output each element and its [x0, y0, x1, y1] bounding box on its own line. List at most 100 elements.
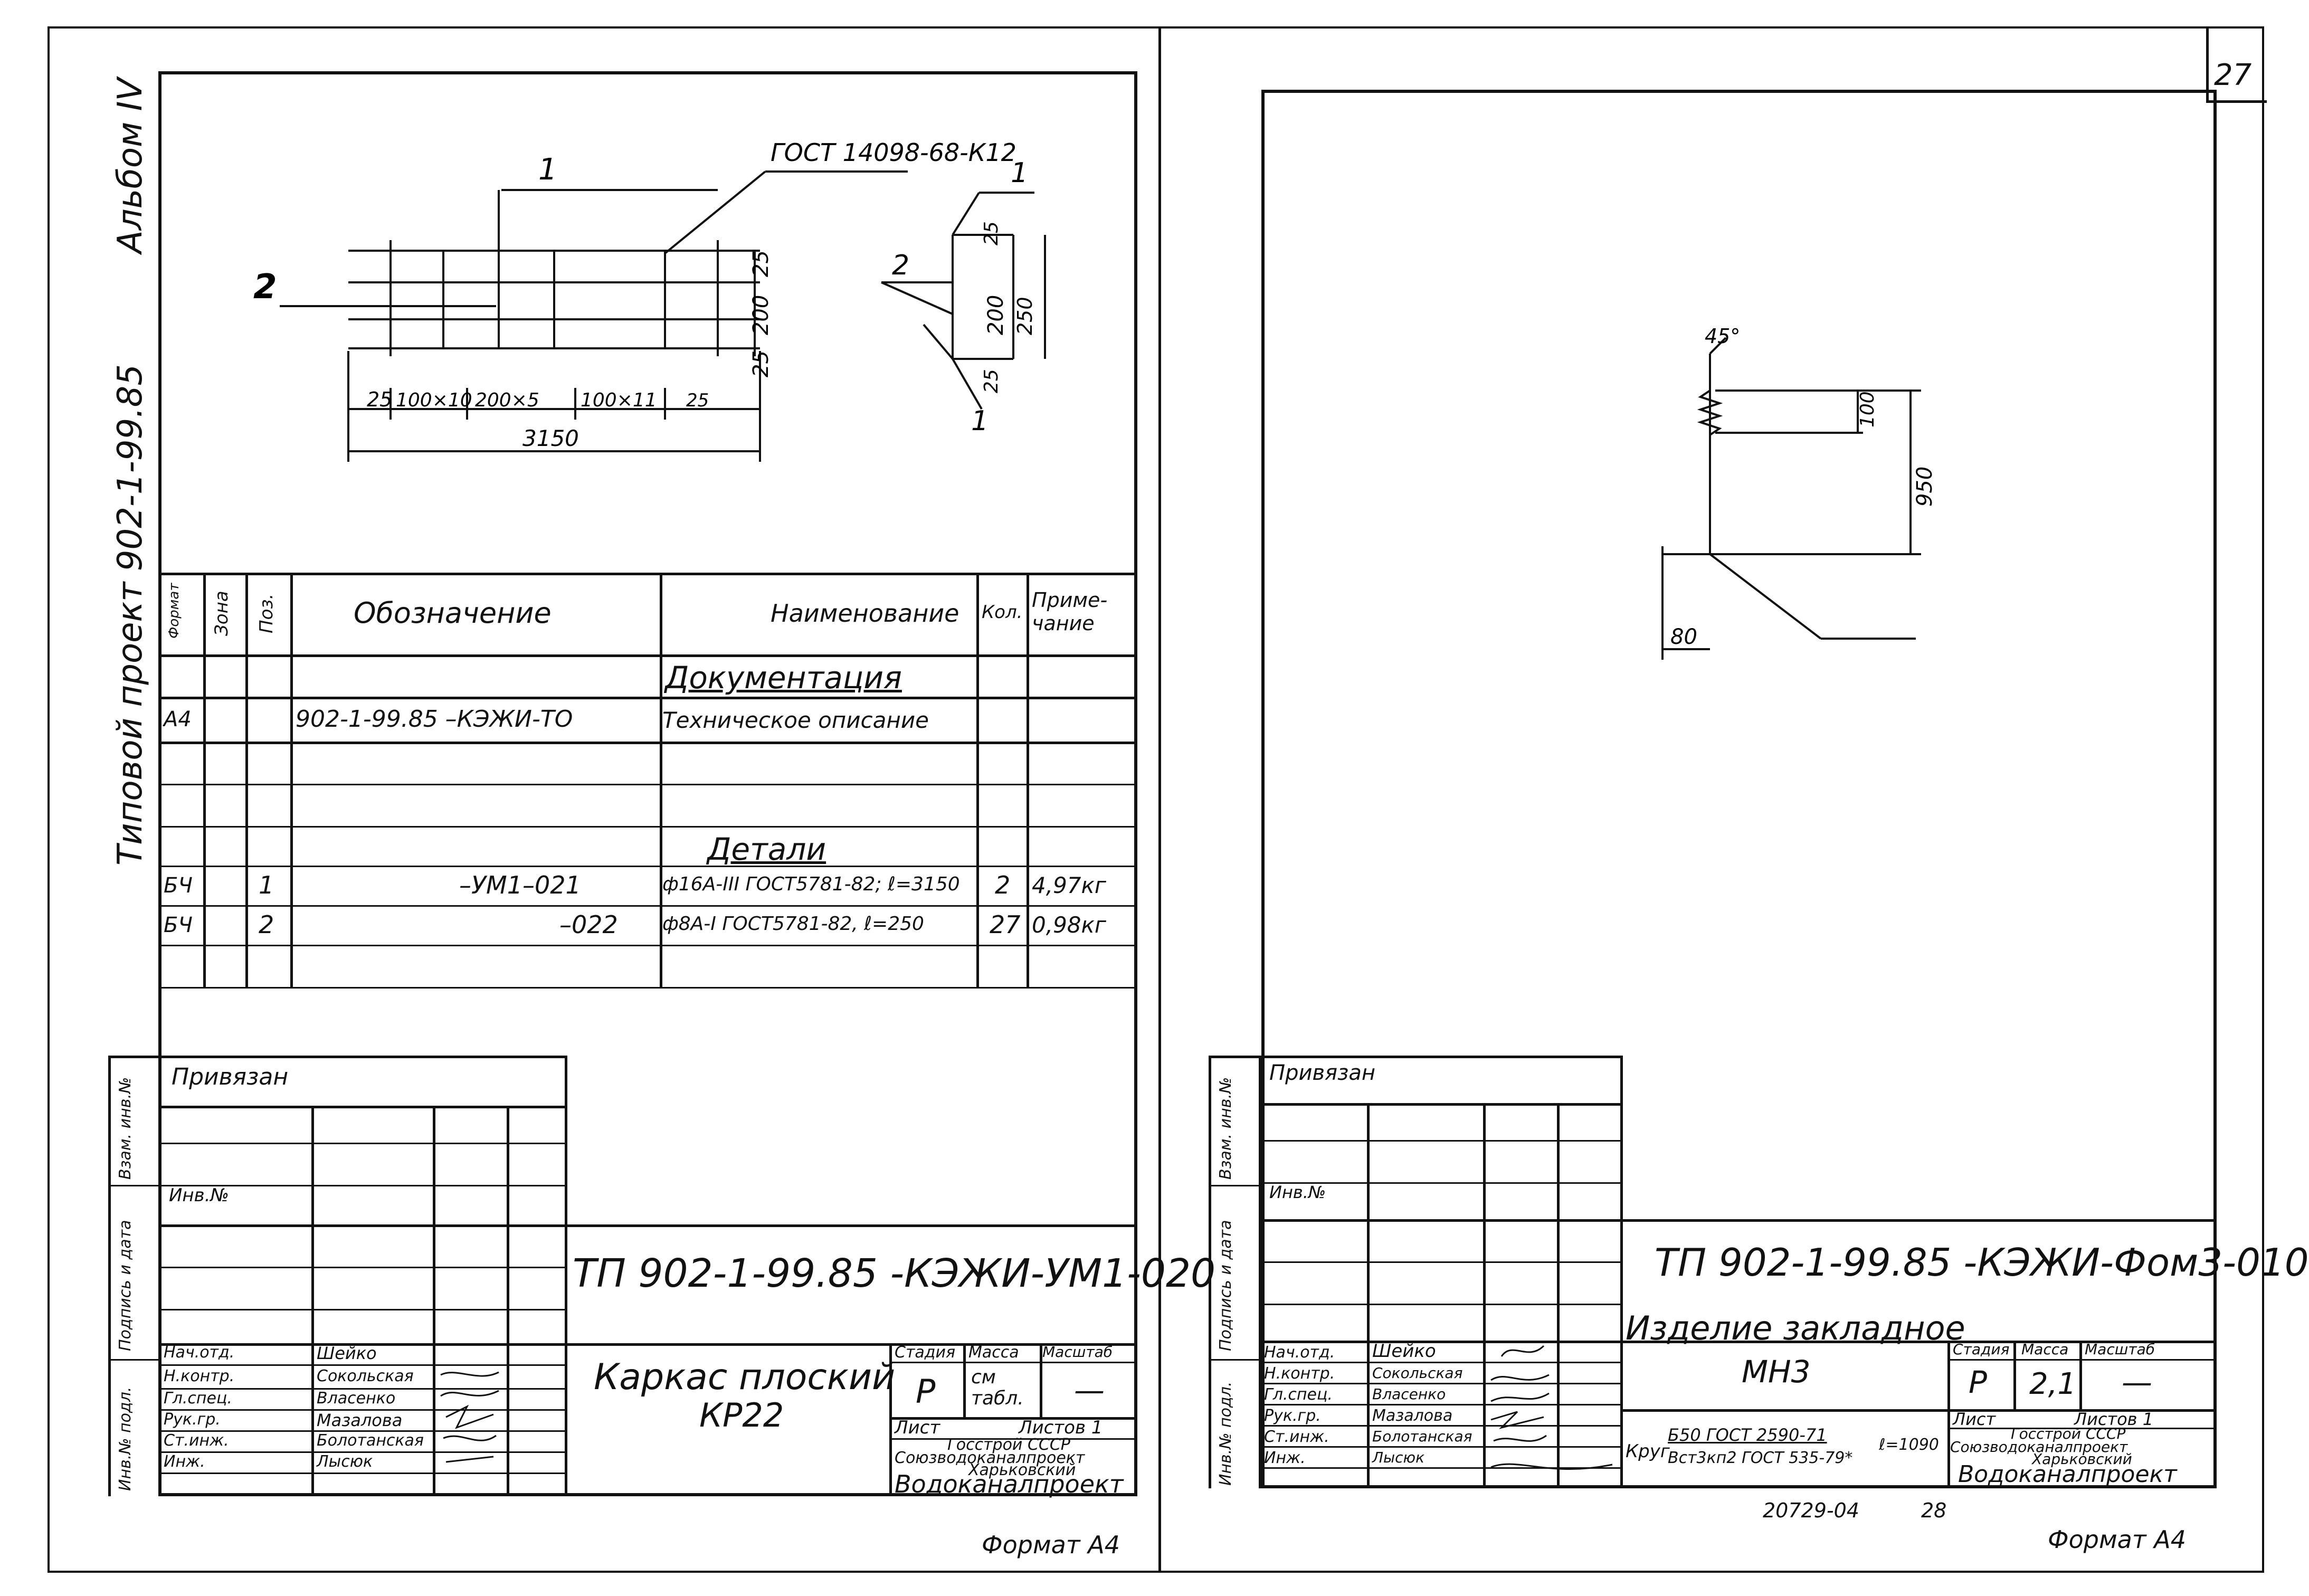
r-drawing-code: ТП 902-1-99.85 -КЭЖИ-Фом3-010 — [1655, 1240, 2309, 1285]
left-stamp: Взам. инв.№ Подпись и дата Инв.№ подл. П… — [108, 1056, 1215, 1498]
section-dim-1: 25 — [981, 221, 1002, 245]
org-4: Водоканалпроект — [895, 1470, 1124, 1498]
role-3: Гл.спец. — [164, 1389, 232, 1408]
r-side-col-signature: Подпись и дата — [1217, 1220, 1235, 1352]
part-1-note: 4,97кг — [1032, 872, 1106, 898]
r-name-5: Болотанская — [1372, 1428, 1472, 1445]
right-sheet-frame — [1261, 90, 2217, 1488]
role-1: Нач.отд. — [164, 1343, 235, 1362]
dim-950: 950 — [1913, 467, 1937, 507]
stage-header: Стадия — [895, 1343, 956, 1362]
org-2: Союзводоканалпроект — [895, 1449, 1085, 1467]
dim-80: 80 — [1670, 625, 1697, 649]
r-sheets-label: Листов 1 — [2074, 1409, 2154, 1429]
role-2: Н.контр. — [164, 1367, 235, 1385]
drawing-code: ТП 902-1-99.85 -КЭЖИ-УМ1-020 — [573, 1251, 1216, 1296]
hdr-name: Наименование — [771, 599, 959, 628]
album-label: Альбом IV — [111, 78, 150, 253]
r-signatures — [1490, 1345, 1613, 1470]
section-pos-bottom: 1 — [971, 405, 989, 437]
part-2-name: ф8А-I ГОСТ5781-82, ℓ=250 — [662, 913, 924, 935]
part-2-format: БЧ — [164, 913, 193, 937]
dim-bottom-5: 25 — [686, 390, 709, 411]
material-prefix: Круг — [1626, 1441, 1670, 1462]
r-role-3: Гл.спец. — [1264, 1385, 1333, 1404]
r-org-2: Союзводоканалпроект — [1950, 1438, 2128, 1456]
scale-value: — — [1074, 1372, 1105, 1408]
bound-label: Привязан — [172, 1063, 289, 1090]
sheets-label: Листов 1 — [1019, 1417, 1103, 1438]
mass-value: см табл. — [971, 1366, 1024, 1409]
r-drawing-subtitle: МН3 — [1742, 1354, 1811, 1390]
name-1: Шейко — [317, 1343, 377, 1363]
section-documentation: Документация — [665, 660, 902, 696]
dim-top-1: 25 — [749, 250, 773, 277]
name-2: Сокольская — [317, 1367, 414, 1385]
role-5: Ст.инж. — [164, 1431, 229, 1450]
dim-bottom-1: 25 — [367, 388, 392, 411]
r-side-col-replace: Взам. инв.№ — [1217, 1077, 1235, 1180]
r-sheet-label: Лист — [1953, 1409, 1996, 1429]
part-2-designation: –022 — [559, 910, 618, 939]
r-scale-value: — — [2122, 1364, 2152, 1400]
name-6: Лысюк — [317, 1452, 373, 1471]
r-mass-header: Масса — [2021, 1341, 2069, 1358]
name-5: Болотанская — [317, 1431, 424, 1450]
doc-row-designation: 902-1-99.85 –КЭЖИ-ТО — [296, 706, 573, 733]
r-name-1: Шейко — [1372, 1341, 1436, 1362]
r-role-2: Н.контр. — [1264, 1364, 1335, 1383]
section-dim-4: 25 — [981, 369, 1002, 393]
section-pos-top: 1 — [1011, 157, 1028, 189]
r-scale-header: Масштаб — [2085, 1341, 2155, 1358]
hdr-qty: Кол. — [982, 602, 1023, 623]
bottom-page: 28 — [1921, 1499, 1947, 1522]
callout-pos-2: 2 — [253, 268, 277, 307]
left-format-label: Формат А4 — [982, 1531, 1120, 1559]
part-1-designation: –УМ1–021 — [459, 871, 581, 899]
hdr-zone: Зона — [211, 591, 232, 636]
r-role-1: Нач.отд. — [1264, 1343, 1335, 1362]
r-mass-value: 2,1 — [2029, 1367, 2077, 1401]
right-format-label: Формат А4 — [2048, 1525, 2186, 1554]
mass-header: Масса — [968, 1343, 1019, 1362]
r-bound-label: Привязан — [1269, 1061, 1376, 1085]
section-pos-mid: 2 — [892, 250, 909, 281]
r-drawing-title: Изделие закладное — [1626, 1309, 1965, 1347]
part-1-pos: 1 — [259, 871, 274, 899]
r-role-4: Рук.гр. — [1264, 1407, 1321, 1425]
project-label: Типовой проект 902-1-99.85 — [111, 364, 150, 866]
material-length: ℓ=1090 — [1879, 1436, 1939, 1454]
section-dim-2: 200 — [984, 295, 1008, 335]
side-col-replace: Взам. инв.№ — [116, 1077, 135, 1180]
r-org-3: Харьковский — [2032, 1450, 2132, 1468]
r-name-3: Власенко — [1372, 1385, 1446, 1403]
name-3: Власенко — [317, 1389, 396, 1408]
r-role-6: Инж. — [1264, 1449, 1306, 1467]
right-drawing: 45° 100 950 80 — [1661, 325, 1937, 660]
drawing-subtitle: КР22 — [699, 1396, 784, 1434]
material-bottom: Вст3кп2 ГОСТ 535-79* — [1668, 1449, 1853, 1467]
r-stage-header: Стадия — [1953, 1341, 2010, 1358]
r-side-col-inv: Инв.№ подл. — [1217, 1381, 1235, 1486]
r-name-6: Лысюк — [1372, 1449, 1425, 1466]
callout-pos-1: 1 — [538, 153, 557, 187]
hdr-designation: Обозначение — [354, 596, 552, 630]
side-col-signature: Подпись и дата — [116, 1220, 135, 1352]
r-org-1: Госстрой СССР — [2011, 1425, 2126, 1442]
dim-top-2: 200 — [749, 295, 773, 335]
signatures — [440, 1371, 499, 1463]
r-stage-value: Р — [1969, 1364, 1987, 1400]
hdr-note: Приме-чание — [1032, 588, 1108, 635]
dim-bottom-2: 100×10 — [396, 390, 472, 411]
dim-bottom-3: 200×5 — [475, 390, 539, 411]
right-stamp: Взам. инв.№ Подпись и дата Инв.№ подл. П… — [1209, 1056, 2309, 1488]
doc-row-format: А4 — [164, 707, 192, 732]
part-2-note: 0,98кг — [1032, 912, 1106, 938]
hdr-format: Формат — [166, 583, 182, 639]
gost-label: ГОСТ 14098-68-К12 — [771, 138, 1016, 167]
sheet-number-box — [2206, 26, 2267, 103]
r-org-4: Водоканалпроект — [1958, 1461, 2177, 1488]
dim-100: 100 — [1857, 391, 1878, 428]
org-3: Харьковский — [968, 1461, 1076, 1479]
part-1-format: БЧ — [164, 873, 193, 898]
